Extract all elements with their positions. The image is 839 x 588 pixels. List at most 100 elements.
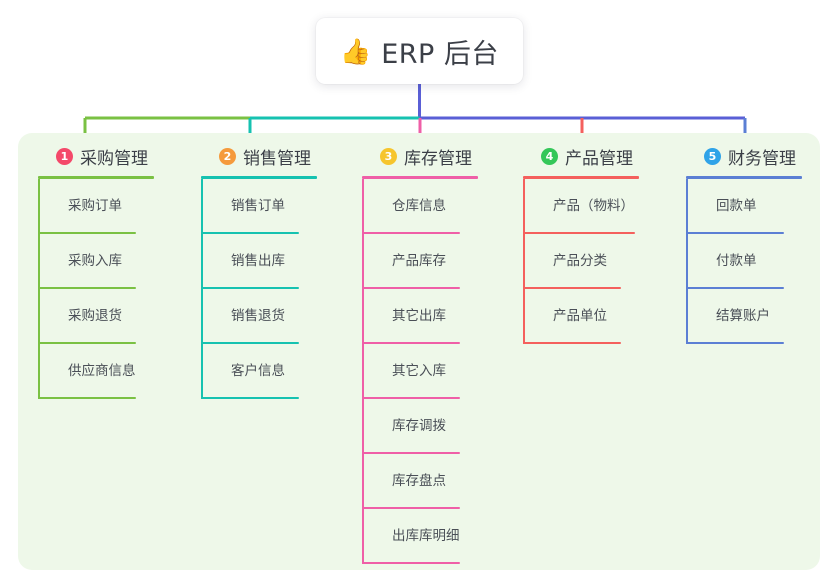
branch-header-4[interactable]: 4 产品管理 bbox=[523, 133, 688, 179]
branch-column: 1 采购管理采购订单采购入库采购退货供应商信息 bbox=[38, 133, 203, 399]
branch-number-badge: 5 bbox=[704, 147, 721, 165]
branch-item[interactable]: 客户信息 bbox=[201, 344, 366, 399]
root-node[interactable]: 👍 ERP 后台 bbox=[316, 18, 523, 84]
branch-header-1[interactable]: 1 采购管理 bbox=[38, 133, 203, 179]
branch-column: 3 库存管理仓库信息产品库存其它出库其它入库库存调拨库存盘点出库库明细 bbox=[362, 133, 527, 564]
branch-item[interactable]: 产品库存 bbox=[362, 234, 527, 289]
branch-column: 2 销售管理销售订单销售出库销售退货客户信息 bbox=[201, 133, 366, 399]
branch-item[interactable]: 销售退货 bbox=[201, 289, 366, 344]
branch-item-underline bbox=[686, 232, 784, 234]
branch-item-label: 产品分类 bbox=[553, 252, 607, 269]
branch-item-list: 产品（物料） 产品分类产品单位 bbox=[523, 179, 688, 344]
branch-item-label: 采购订单 bbox=[68, 197, 122, 214]
branch-item[interactable]: 出库库明细 bbox=[362, 509, 527, 564]
branch-item-underline bbox=[362, 452, 460, 454]
branch-item[interactable]: 产品单位 bbox=[523, 289, 688, 344]
branch-item-underline bbox=[38, 287, 136, 289]
branch-item-list: 仓库信息产品库存其它出库其它入库库存调拨库存盘点出库库明细 bbox=[362, 179, 527, 564]
branch-number-badge: 2 bbox=[219, 147, 236, 165]
branch-item-list: 回款单付款单结算账户 bbox=[686, 179, 839, 344]
thumbs-up-icon: 👍 bbox=[340, 36, 372, 66]
branch-item-underline bbox=[362, 287, 460, 289]
branch-item-underline bbox=[362, 232, 460, 234]
branch-item-underline bbox=[686, 287, 784, 289]
branch-item-label: 产品单位 bbox=[553, 307, 607, 324]
branch-trunk-line bbox=[201, 179, 203, 399]
branch-header-5[interactable]: 5 财务管理 bbox=[686, 133, 839, 179]
branch-item[interactable]: 销售出库 bbox=[201, 234, 366, 289]
branch-item-label: 库存盘点 bbox=[392, 472, 446, 489]
branch-header-label: 财务管理 bbox=[728, 148, 796, 169]
branch-item-underline bbox=[362, 342, 460, 344]
branch-item[interactable]: 销售订单 bbox=[201, 179, 366, 234]
branch-item-underline bbox=[201, 342, 299, 344]
branch-item[interactable]: 产品（物料） bbox=[523, 179, 688, 234]
branch-item-label: 产品（物料） bbox=[553, 197, 634, 214]
branch-header-2[interactable]: 2 销售管理 bbox=[201, 133, 366, 179]
branch-item-underline bbox=[201, 287, 299, 289]
branch-item-label: 销售退货 bbox=[231, 307, 285, 324]
branch-item-underline bbox=[362, 397, 460, 399]
branch-item-underline bbox=[38, 342, 136, 344]
branch-item-underline bbox=[523, 287, 621, 289]
branch-item-underline bbox=[38, 397, 136, 399]
branch-header-label: 产品管理 bbox=[565, 148, 633, 169]
branch-header-underline bbox=[38, 176, 154, 179]
branch-item-list: 销售订单销售出库销售退货客户信息 bbox=[201, 179, 366, 399]
branch-item[interactable]: 采购退货 bbox=[38, 289, 203, 344]
branch-item-label: 客户信息 bbox=[231, 362, 285, 379]
branch-item[interactable]: 付款单 bbox=[686, 234, 839, 289]
branch-header-label: 库存管理 bbox=[404, 148, 472, 169]
branch-number-badge: 1 bbox=[56, 147, 73, 165]
branch-item-label: 库存调拨 bbox=[392, 417, 446, 434]
branch-item-label: 销售订单 bbox=[231, 197, 285, 214]
branch-item-underline bbox=[686, 342, 784, 344]
branch-trunk-line bbox=[686, 179, 688, 344]
branch-item[interactable]: 结算账户 bbox=[686, 289, 839, 344]
branch-item[interactable]: 仓库信息 bbox=[362, 179, 527, 234]
branch-item-label: 销售出库 bbox=[231, 252, 285, 269]
root-title: ERP 后台 bbox=[381, 38, 499, 70]
branch-number-badge: 3 bbox=[380, 147, 397, 165]
branch-trunk-line bbox=[38, 179, 40, 399]
branch-item[interactable]: 产品分类 bbox=[523, 234, 688, 289]
branch-header-underline bbox=[686, 176, 802, 179]
branch-header-3[interactable]: 3 库存管理 bbox=[362, 133, 527, 179]
branch-header-label: 销售管理 bbox=[243, 148, 311, 169]
branch-item[interactable]: 供应商信息 bbox=[38, 344, 203, 399]
branch-item-label: 其它出库 bbox=[392, 307, 446, 324]
branch-item[interactable]: 回款单 bbox=[686, 179, 839, 234]
branch-item-label: 回款单 bbox=[716, 197, 757, 214]
branch-item-underline bbox=[362, 562, 460, 564]
branch-item-label: 采购入库 bbox=[68, 252, 122, 269]
branch-header-label: 采购管理 bbox=[80, 148, 148, 169]
branch-item[interactable]: 库存盘点 bbox=[362, 454, 527, 509]
branch-item-label: 出库库明细 bbox=[392, 527, 460, 544]
branch-item[interactable]: 采购订单 bbox=[38, 179, 203, 234]
branch-trunk-line bbox=[523, 179, 525, 344]
branch-item-label: 结算账户 bbox=[716, 307, 770, 324]
branch-header-underline bbox=[523, 176, 639, 179]
branch-item-label: 采购退货 bbox=[68, 307, 122, 324]
branch-header-underline bbox=[201, 176, 317, 179]
branch-item-underline bbox=[362, 507, 460, 509]
branch-column: 4 产品管理产品（物料） 产品分类产品单位 bbox=[523, 133, 688, 344]
branch-item[interactable]: 其它出库 bbox=[362, 289, 527, 344]
branch-item-label: 付款单 bbox=[716, 252, 757, 269]
branch-number-badge: 4 bbox=[541, 147, 558, 165]
branch-item-list: 采购订单采购入库采购退货供应商信息 bbox=[38, 179, 203, 399]
branch-item-label: 仓库信息 bbox=[392, 197, 446, 214]
branch-item[interactable]: 其它入库 bbox=[362, 344, 527, 399]
branch-columns: 1 采购管理采购订单采购入库采购退货供应商信息 2 销售管理销售订单销售出库销售退货客… bbox=[18, 133, 820, 570]
branch-item-underline bbox=[201, 397, 299, 399]
branch-item-underline bbox=[523, 232, 635, 234]
branch-item[interactable]: 采购入库 bbox=[38, 234, 203, 289]
branch-item[interactable]: 库存调拨 bbox=[362, 399, 527, 454]
branch-header-underline bbox=[362, 176, 478, 179]
branch-item-label: 产品库存 bbox=[392, 252, 446, 269]
branch-item-label: 其它入库 bbox=[392, 362, 446, 379]
branch-item-underline bbox=[523, 342, 621, 344]
branch-item-label: 供应商信息 bbox=[68, 362, 136, 379]
branch-item-underline bbox=[201, 232, 299, 234]
